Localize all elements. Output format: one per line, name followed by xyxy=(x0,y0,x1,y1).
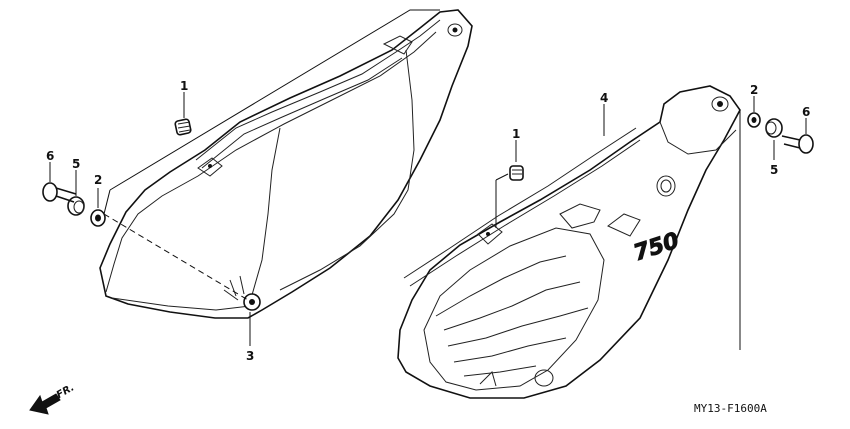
callout-right-collar: 5 xyxy=(770,163,778,177)
callout-right-washer: 2 xyxy=(750,83,758,97)
model-decal: 750 xyxy=(631,228,682,266)
callout-left-grommet: 1 xyxy=(180,79,188,93)
callout-left-collar: 5 xyxy=(72,157,80,171)
callout-right-bolt: 6 xyxy=(802,105,810,119)
figure-code: MY13-F1600A xyxy=(694,402,767,415)
left-bolt xyxy=(42,182,77,203)
callout-right-grommet: 1 xyxy=(512,127,520,141)
left-collar xyxy=(67,196,85,216)
callout-left-bolt: 6 xyxy=(46,149,54,163)
right-washer xyxy=(747,112,761,128)
right-collar xyxy=(765,118,783,138)
front-direction-label: FR. xyxy=(55,382,77,401)
callout-right-cover: 4 xyxy=(600,91,608,105)
callout-left-cover: 3 xyxy=(246,349,254,363)
right-grommet xyxy=(509,165,524,181)
left-washer xyxy=(90,209,106,227)
left-grommet xyxy=(174,118,192,136)
right-side-cover xyxy=(397,85,741,399)
callout-left-washer: 2 xyxy=(94,173,102,187)
front-direction-arrow xyxy=(29,393,61,415)
left-side-cover xyxy=(99,9,473,319)
right-bolt xyxy=(781,134,814,154)
